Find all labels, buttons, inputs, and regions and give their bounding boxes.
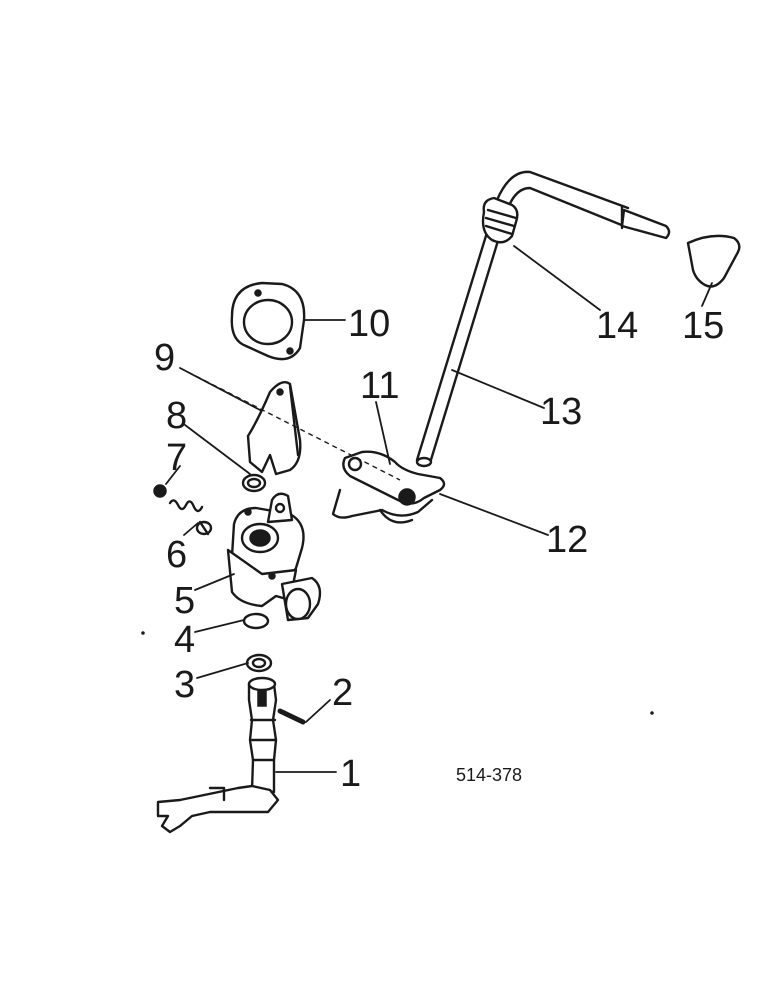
part-gasket (230, 281, 306, 361)
part-selector-fork (246, 381, 302, 476)
part-housing (226, 492, 322, 622)
part-o-ring (242, 612, 270, 630)
callout-2: 2 (332, 672, 353, 714)
callout-9: 9 (154, 337, 175, 379)
part-shaft (156, 676, 280, 834)
part-circlip (245, 653, 273, 673)
callouts: 1 2 3 4 5 6 7 8 9 10 11 12 13 14 15 (154, 303, 724, 795)
callout-1: 1 (340, 753, 361, 795)
part-pin (277, 708, 306, 725)
callout-10: 10 (348, 303, 390, 345)
callout-3: 3 (174, 664, 195, 706)
callout-5: 5 (174, 580, 195, 622)
speck (141, 631, 145, 635)
callout-11: 11 (360, 365, 399, 407)
speck (650, 711, 654, 715)
leader-lines (165, 245, 713, 773)
callout-14: 14 (596, 305, 638, 347)
callout-4: 4 (174, 619, 195, 661)
callout-6: 6 (166, 534, 187, 576)
callout-7: 7 (166, 437, 187, 479)
part-spring (168, 499, 213, 536)
part-ring-8 (241, 473, 267, 493)
callout-13: 13 (540, 391, 582, 433)
callout-8: 8 (166, 395, 187, 437)
part-ball (153, 484, 167, 498)
part-knob (686, 234, 741, 288)
callout-15: 15 (682, 305, 724, 347)
callout-12: 12 (546, 519, 588, 561)
part-collar (481, 196, 519, 244)
reference-code: 514-378 (456, 765, 522, 785)
